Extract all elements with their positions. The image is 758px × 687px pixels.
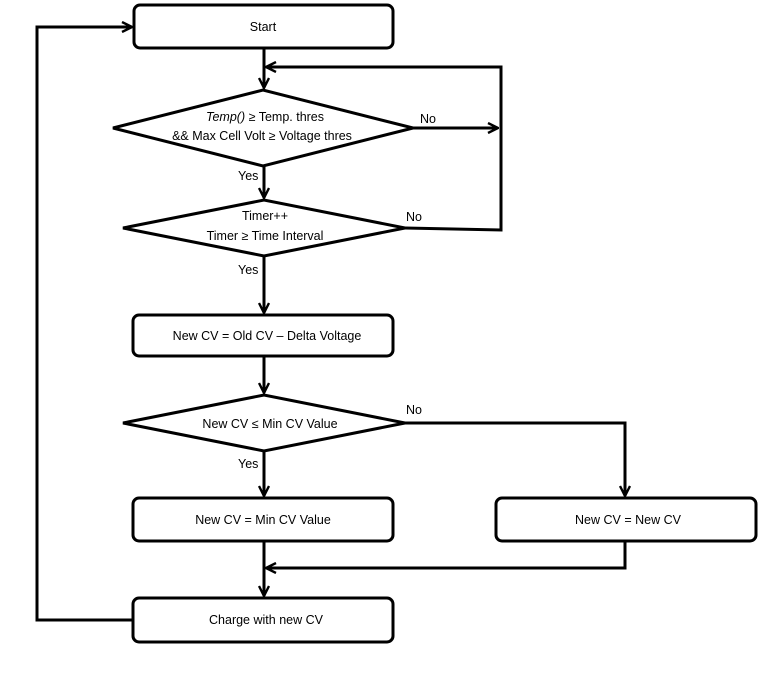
min-cv-condition-label: New CV ≤ Min CV Value xyxy=(202,417,337,431)
threshold-yes-label: Yes xyxy=(238,169,258,183)
min-cv-no-label: No xyxy=(406,403,422,417)
compute-cv-node: New CV = Old CV – Delta Voltage xyxy=(131,313,395,358)
temp-threshold-label: ≥ Temp. thres xyxy=(245,110,324,124)
threshold-no-label: No xyxy=(420,112,436,126)
set-new-cv-node: New CV = New CV xyxy=(494,496,758,543)
edge-loop-return xyxy=(266,67,503,232)
temp-function-label: Temp() xyxy=(206,110,245,124)
charge-node: Charge with new CV xyxy=(131,596,395,644)
min-cv-yes-label: Yes xyxy=(238,457,258,471)
charge-label: Charge with new CV xyxy=(209,613,324,627)
threshold-decision: Temp() ≥ Temp. thres && Max Cell Volt ≥ … xyxy=(112,88,414,168)
timer-yes-label: Yes xyxy=(238,263,258,277)
set-min-cv-node: New CV = Min CV Value xyxy=(131,496,395,543)
edge-compare-no xyxy=(405,421,625,496)
start-node: Start xyxy=(132,3,395,50)
edge-set-new-to-merge xyxy=(266,541,627,568)
threshold-condition-line2: && Max Cell Volt ≥ Voltage thres xyxy=(172,129,352,143)
min-cv-decision: New CV ≤ Min CV Value xyxy=(122,393,406,453)
timer-no-label: No xyxy=(406,210,422,224)
threshold-condition-line1: Temp() ≥ Temp. thres xyxy=(206,110,324,124)
compute-cv-label: New CV = Old CV – Delta Voltage xyxy=(173,329,362,343)
timer-increment-label: Timer++ xyxy=(242,209,288,223)
set-new-cv-label: New CV = New CV xyxy=(575,513,682,527)
edge-charge-loop-back xyxy=(35,27,133,622)
timer-decision: Timer++ Timer ≥ Time Interval xyxy=(122,198,406,258)
timer-condition-label: Timer ≥ Time Interval xyxy=(207,229,324,243)
start-label: Start xyxy=(250,20,277,34)
set-min-cv-label: New CV = Min CV Value xyxy=(195,513,331,527)
